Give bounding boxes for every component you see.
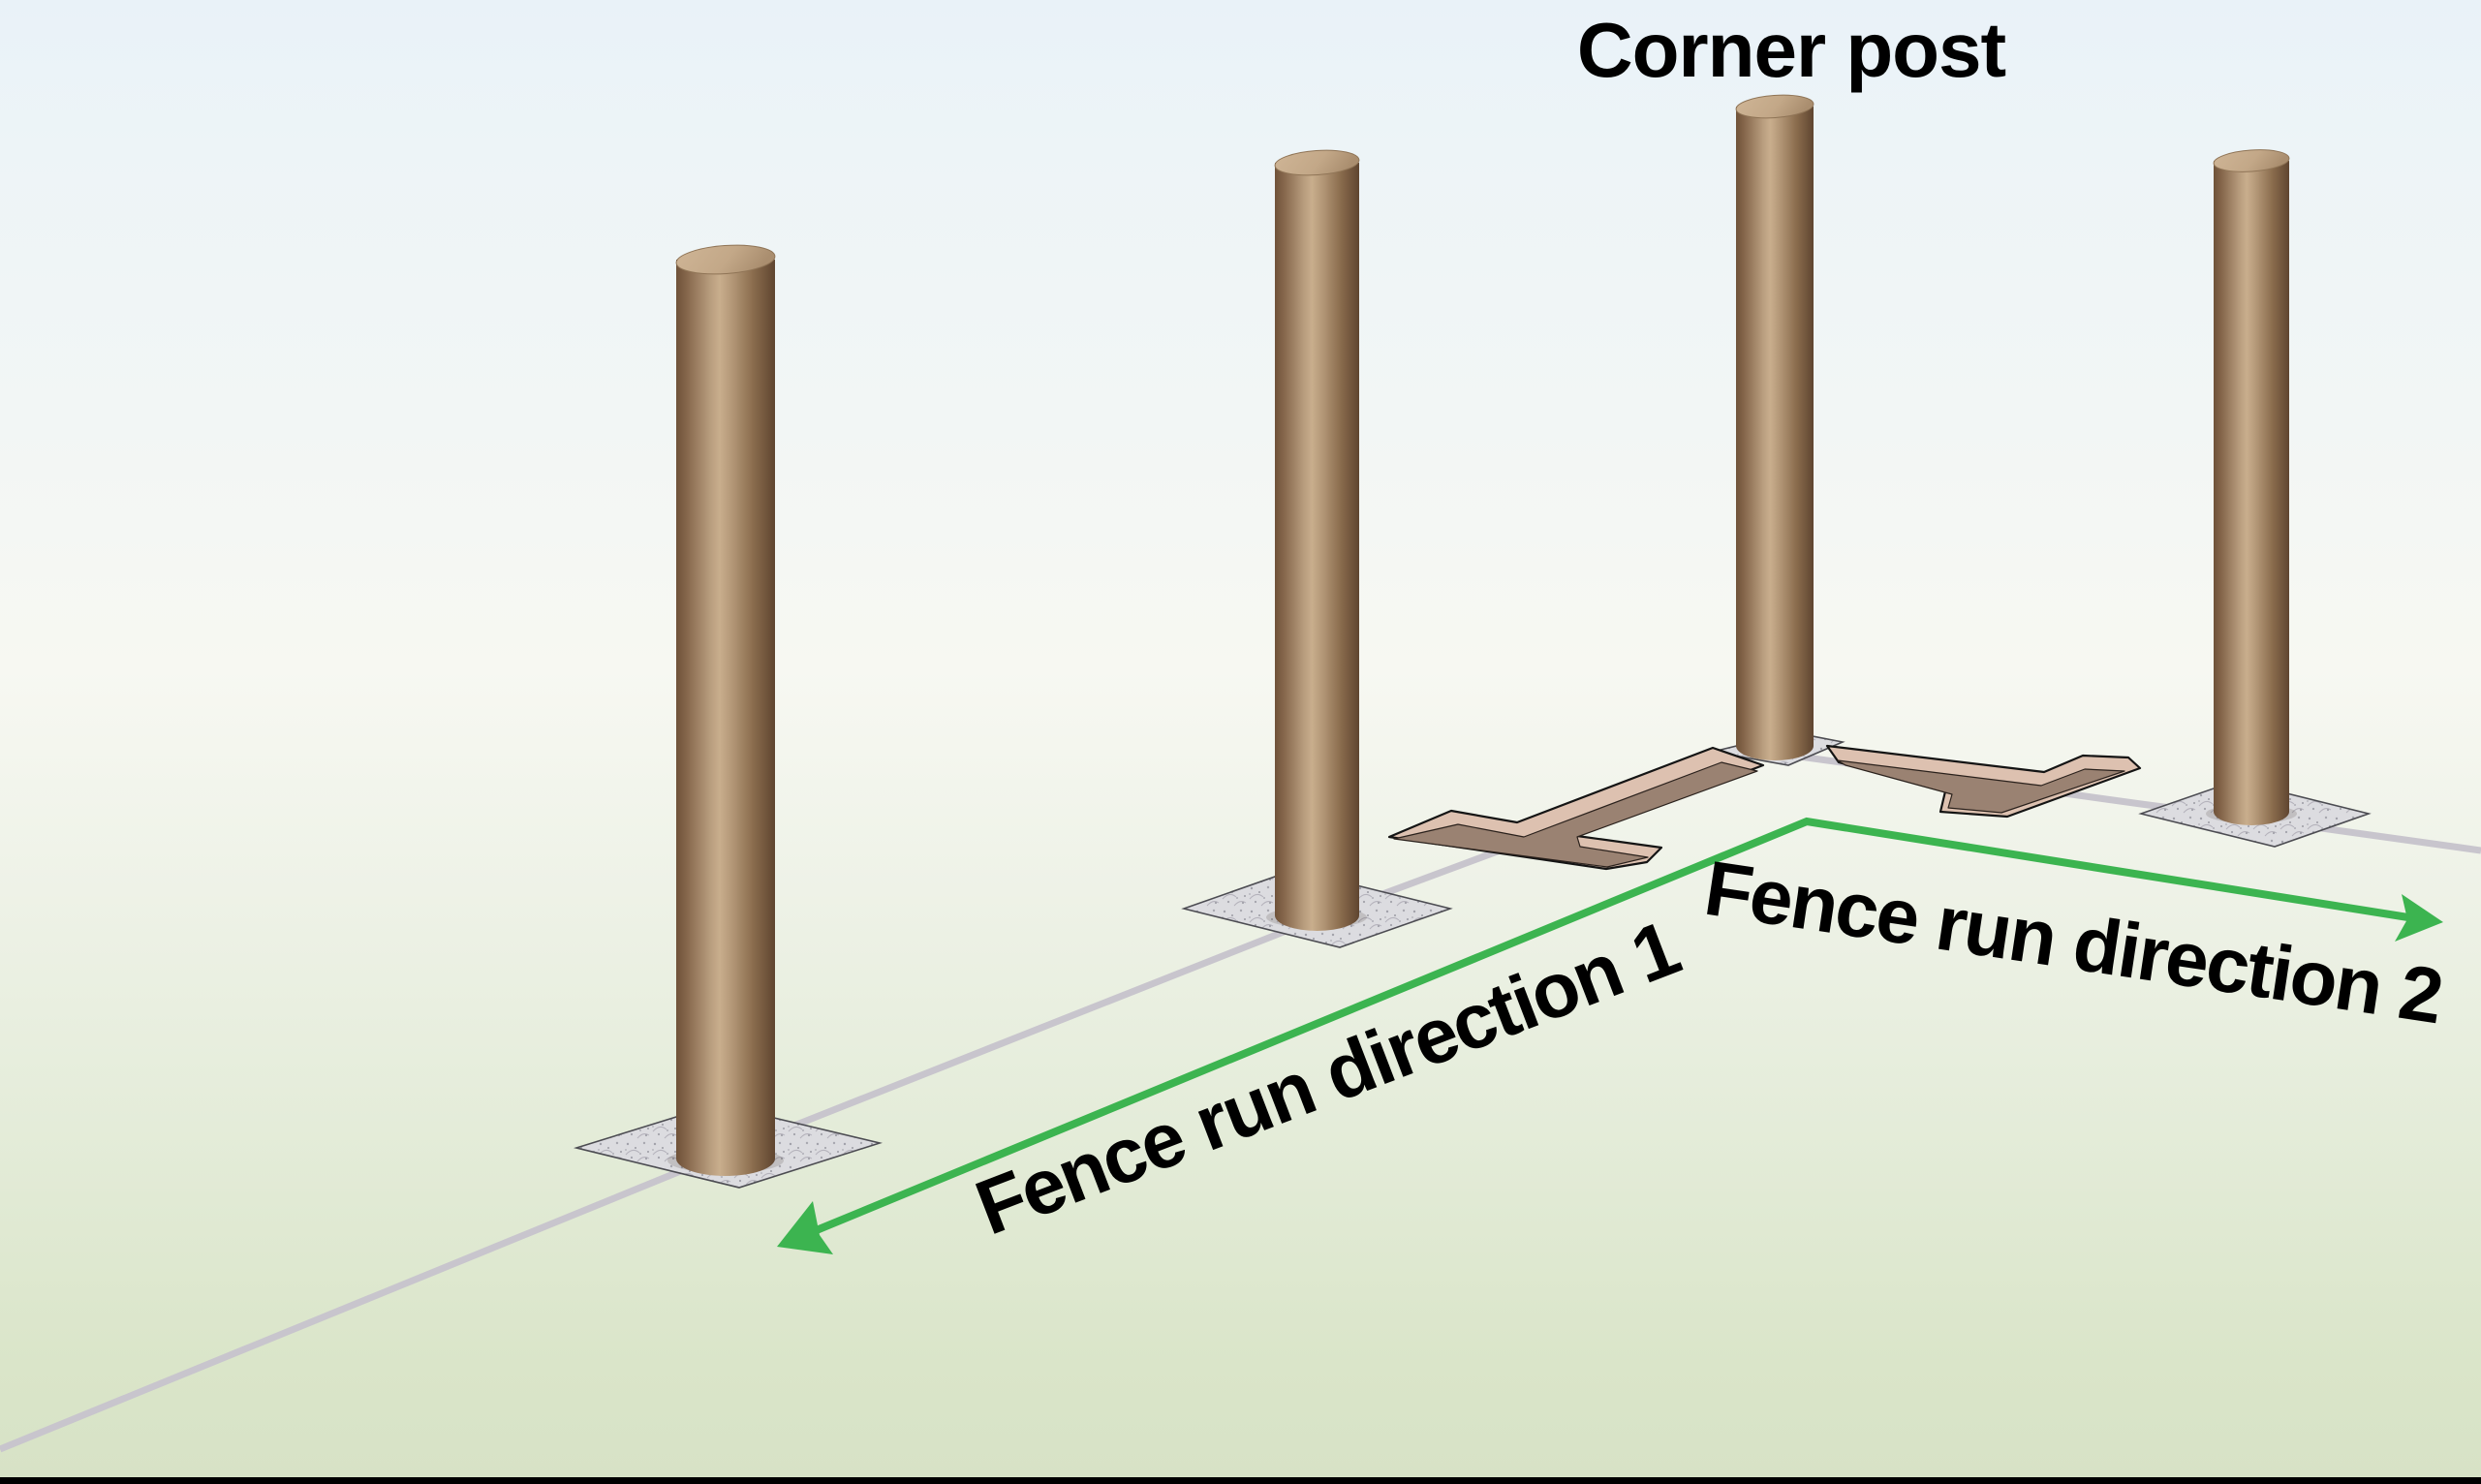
rail-trench-left — [1387, 746, 1765, 871]
bottom-border — [0, 1477, 2481, 1484]
post-2-top — [1274, 149, 1360, 176]
fence-run-arrow-lines — [810, 817, 2415, 1236]
trench-right-floor — [1837, 759, 2125, 814]
fence-post-1 — [675, 244, 776, 1176]
fence-post-2 — [1274, 149, 1360, 931]
post-4-body — [2214, 161, 2289, 825]
corner-post-body — [1736, 107, 1814, 760]
post-1-top — [675, 244, 776, 275]
post-4-top — [2213, 149, 2290, 172]
arrowhead-direction-2-icon — [2395, 894, 2443, 942]
fence-line-1 — [0, 752, 1757, 1453]
corner-post-top — [1735, 94, 1814, 119]
fence-run-arrows — [777, 817, 2443, 1254]
post-1-body — [676, 260, 775, 1176]
rail-trench-right — [1825, 744, 2142, 819]
arrowhead-direction-1-icon — [777, 1201, 833, 1254]
corner-post-label: Corner post — [1576, 7, 2006, 93]
trench-left-floor — [1393, 761, 1758, 868]
fence-post-4 — [2213, 149, 2290, 825]
corner-post — [1735, 94, 1814, 760]
post-2-body — [1275, 163, 1359, 931]
